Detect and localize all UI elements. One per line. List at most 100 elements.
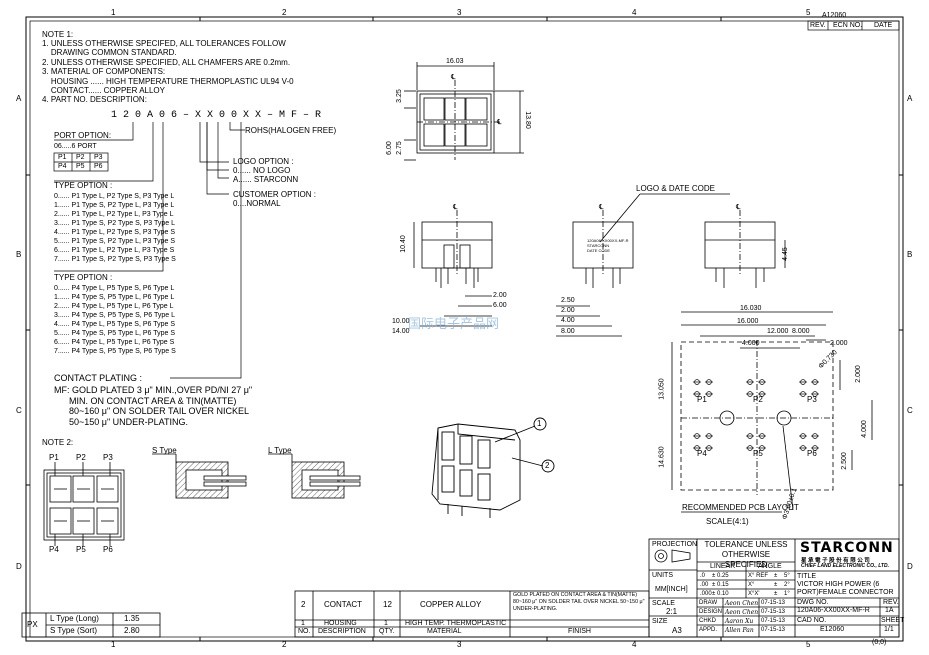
company-cn: 星 承 電 子 股 份 有 限 公 司 xyxy=(801,558,870,564)
bom-mat: COPPER ALLOY xyxy=(420,600,482,609)
px-row-name: S Type (Sort) xyxy=(50,626,97,635)
list-item: 6...... P1 Type L, P2 Type L, P3 Type S xyxy=(54,247,175,254)
pcb-title: RECOMMENDED PCB LAYOUT xyxy=(682,503,799,512)
note2-title: NOTE 2: xyxy=(42,438,74,447)
list-item: 0...... P4 Type L, P5 Type S, P6 Type L xyxy=(54,285,175,292)
dim-side-d2: 6.00 xyxy=(493,302,507,309)
doc-number: A12060 xyxy=(822,12,847,19)
origin-label: (0,0) xyxy=(872,639,887,646)
list-item: MF: GOLD PLATED 3 μ" MIN.,OVER PD/NI 27 … xyxy=(54,385,253,395)
type-option-1-title: TYPE OPTION : xyxy=(54,181,113,190)
list-item: 1...... P1 Type S, P2 Type L, P3 Type L xyxy=(54,202,175,209)
px-row-name: L Type (Long) xyxy=(50,614,99,623)
px-row-val: 1.35 xyxy=(124,614,140,623)
list-item: 4...... P1 Type L, P2 Type S, P3 Type S xyxy=(54,229,176,236)
dim-top-h1: 3.25 xyxy=(395,89,403,103)
part-number: 1 2 0 A 0 6 – X X 0 0 X X – M F – R xyxy=(111,110,322,121)
bom-no: 2 xyxy=(301,600,306,609)
list-item: 3...... P1 Type S, P2 Type S, P3 Type L xyxy=(54,220,176,227)
sheet-value: 1/1 xyxy=(884,626,894,633)
centerline-right: ℄ xyxy=(736,204,741,211)
dim-top-width: 16.03 xyxy=(446,58,464,65)
port-label-top: P3 xyxy=(103,453,113,462)
signoff-date: 07-15-13 xyxy=(761,600,786,606)
port-label-top: P2 xyxy=(76,453,86,462)
list-item: 5...... P4 Type S, P5 Type L, P6 Type S xyxy=(54,330,176,337)
callout-2: 2 xyxy=(545,461,550,470)
signoff-role: DRAW xyxy=(699,600,718,606)
company-en: CHIEF LAND ELECTRONIC CO., LTD. xyxy=(801,563,889,569)
list-item: 5...... P1 Type S, P2 Type L, P3 Type S xyxy=(54,238,176,245)
col-label-5-bottom: 5 xyxy=(806,640,811,649)
col-label-3: 3 xyxy=(457,8,462,17)
list-item: 3...... P4 Type S, P5 Type S, P6 Type L xyxy=(54,312,176,319)
row-label-c-right: C xyxy=(907,406,913,415)
dim-front-d1: 2.50 xyxy=(561,297,575,304)
units-value: MM[INCH] xyxy=(655,586,688,593)
tol-cell: .0 xyxy=(700,573,706,579)
signoff-role: APPD. xyxy=(699,627,718,633)
signoff-name: Aeon Chen xyxy=(725,600,759,607)
port-label-bottom: P4 xyxy=(49,545,59,554)
tol-cell: ± 0.25 xyxy=(712,573,729,579)
note-line: HOUSING ...... HIGH TEMPERATURE THERMOPL… xyxy=(42,76,294,86)
port-cell: P1 xyxy=(58,154,67,161)
row-label-a: A xyxy=(16,94,22,103)
tol-cell: X°X' xyxy=(748,591,760,597)
dim-top-h3: 6.00 xyxy=(385,141,393,155)
pcb-dim: 4.000 xyxy=(860,420,868,438)
scale-label: SCALE xyxy=(652,600,675,607)
col-label-3-bottom: 3 xyxy=(457,640,462,649)
port-cell: P2 xyxy=(76,154,85,161)
note-line: 4. PART NO. DESCRIPTION: xyxy=(42,95,147,105)
tol-cell: 5° xyxy=(784,573,790,579)
row-label-b: B xyxy=(16,250,22,259)
bom-finish: GOLD PLATED ON CONTACT AREA & TIN(MATTE)… xyxy=(513,592,645,612)
watermark: 国际电子产品网 xyxy=(408,317,500,332)
port-cell: P4 xyxy=(58,163,67,170)
tol-cell: ± 0.15 xyxy=(712,582,729,588)
logo-option-line: 0...... NO LOGO xyxy=(233,166,291,175)
bom-qty: 1 xyxy=(384,620,388,627)
note-line: CONTACT...... COPPER ALLOY xyxy=(42,86,165,96)
pcb-port-label: P6 xyxy=(807,449,817,458)
contact-plating-title: CONTACT PLATING : xyxy=(54,373,143,383)
pcb-hole-pattern xyxy=(693,379,819,451)
size-value: A3 xyxy=(672,626,682,635)
rev-header: REV. xyxy=(810,22,826,29)
pcb-dim: 2.000 xyxy=(830,340,848,347)
rev-value: 1A xyxy=(885,607,894,614)
row-label-d: D xyxy=(16,562,22,571)
cad-number: E12060 xyxy=(820,626,845,633)
note-line: 1. UNLESS OTHERWISE SPECIFED, ALL TOLERA… xyxy=(42,39,286,48)
port-cell: P6 xyxy=(94,163,103,170)
pcb-port-label: P2 xyxy=(753,395,763,404)
logo-option-title: LOGO OPTION : xyxy=(233,157,294,166)
dwg-number: 120A06-XX00XX-MF-R xyxy=(797,607,870,614)
tol-cell: 2° xyxy=(784,582,790,588)
logo-option-line: A...... STARCONN xyxy=(233,175,299,184)
col-label-4: 4 xyxy=(632,8,637,17)
tol-cell: ± xyxy=(774,582,778,588)
tol-cell: .00 xyxy=(700,582,709,588)
dim-front-d3: 4.00 xyxy=(561,317,575,324)
list-item: 50~150 μ" UNDER-PLATING. xyxy=(54,416,189,427)
rev-label: REV. xyxy=(883,599,899,606)
pcb-dim: 2.000 xyxy=(854,365,862,383)
bom-head-qty: QTY. xyxy=(379,628,395,635)
notes-list: 1. UNLESS OTHERWISE SPECIFED, ALL TOLERA… xyxy=(42,39,294,105)
marking-line: DATE CODE xyxy=(587,248,611,253)
housing-marking: 120A06-XX00XX-MF-R STARCONN DATE CODE xyxy=(587,238,629,253)
logo-date-code-label: LOGO & DATE CODE xyxy=(636,184,715,193)
dim-side-h: 10.40 xyxy=(399,235,407,253)
px-label: PX xyxy=(27,620,38,629)
sheet-label: SHEET xyxy=(881,617,905,624)
pcb-port-label: P1 xyxy=(697,395,707,404)
port-label-bottom: P6 xyxy=(103,545,113,554)
tol-cell: ± xyxy=(774,591,778,597)
tol-cell: 1° xyxy=(784,591,790,597)
pcb-dim: 13.050 xyxy=(658,378,666,400)
tol-cell: .000 xyxy=(700,591,712,597)
scale-value: 2:1 xyxy=(666,607,678,616)
